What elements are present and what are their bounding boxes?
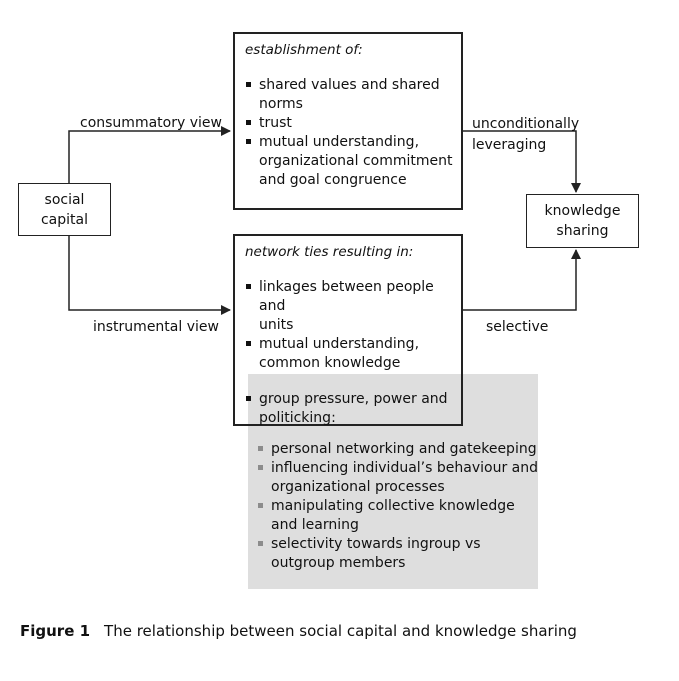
knowledge-sharing-label: knowledge sharing <box>544 203 621 239</box>
social-capital-node: social capital <box>18 183 111 236</box>
list-item: mutual understanding, organizational com… <box>245 133 453 190</box>
list-item: shared values and shared norms <box>245 76 453 114</box>
politicking-panel <box>248 374 538 589</box>
list-item: influencing individual’s behaviour and o… <box>257 459 538 497</box>
list-item: linkages between people and units <box>245 278 453 335</box>
list-item: selectivity towards ingroup vs outgroup … <box>257 535 538 573</box>
list-item: mutual understanding, common knowledge <box>245 335 453 373</box>
consummatory-view-label: consummatory view <box>80 115 222 131</box>
list-item: personal networking and gatekeeping <box>257 440 538 459</box>
network-ties-box: network ties resulting in: linkages betw… <box>233 234 463 426</box>
list-item: trust <box>245 114 453 133</box>
selective-label: selective <box>486 319 549 335</box>
establishment-list: shared values and shared norms trust mut… <box>245 76 453 190</box>
politicking-list: personal networking and gatekeeping infl… <box>257 440 538 573</box>
list-item: manipulating collective knowledge and le… <box>257 497 538 535</box>
social-capital-label: social capital <box>40 191 88 228</box>
edge-selective <box>463 249 581 311</box>
establishment-title: establishment of: <box>245 42 363 58</box>
edge-unconditionally <box>463 130 581 193</box>
figure-label: Figure 1 <box>20 622 91 640</box>
network-ties-list: linkages between people and units mutual… <box>245 278 453 428</box>
edge-instrumental <box>68 236 231 315</box>
knowledge-sharing-node: knowledge sharing <box>526 194 639 248</box>
figure-caption: Figure 1 The relationship between social … <box>20 622 577 640</box>
establishment-box: establishment of: shared values and shar… <box>233 32 463 210</box>
network-ties-title: network ties resulting in: <box>245 244 414 260</box>
edge-consummatory <box>68 126 231 183</box>
unconditionally-leveraging-label: unconditionally leveraging <box>472 116 580 153</box>
instrumental-view-label: instrumental view <box>93 319 219 335</box>
list-item: group pressure, power and politicking: <box>245 390 453 428</box>
caption-text: The relationship between social capital … <box>104 622 577 640</box>
